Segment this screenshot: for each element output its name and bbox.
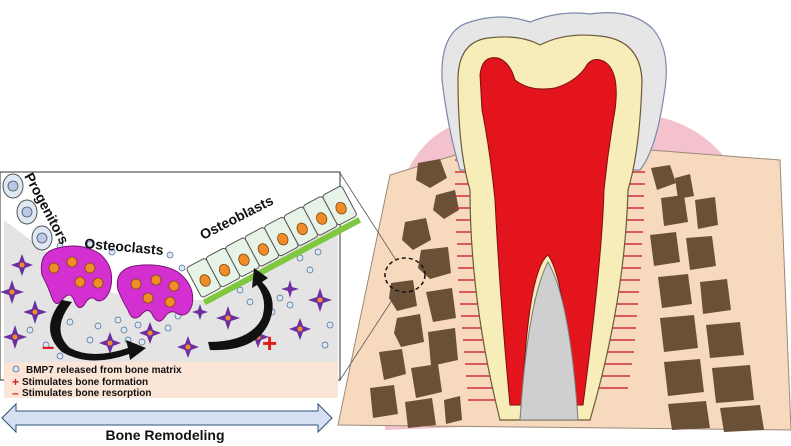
inter-root-area [519, 260, 579, 421]
bone-matrix [4, 220, 338, 362]
legend-plus-icon: + [12, 375, 19, 389]
bone-remodeling-double-arrow [1, 402, 333, 434]
callout-line [339, 290, 399, 381]
legend-resorption-text: Stimulates bone resorption [22, 388, 151, 399]
legend-bmp7-icon [12, 365, 20, 373]
progenitor-cells [2, 173, 53, 251]
osteoblast-row [186, 185, 362, 306]
legend-minus-icon: – [12, 386, 19, 400]
bone-remodeling-title: Bone Remodeling [105, 427, 225, 443]
minus-sign: – [42, 334, 54, 359]
formation-arrow [208, 268, 273, 351]
callout-circle [384, 257, 426, 293]
legend-box [4, 362, 338, 398]
plus-sign: + [262, 328, 277, 358]
callout-line [339, 172, 397, 261]
osteocytes [0, 254, 332, 358]
osteoclast-1 [40, 245, 113, 309]
tooth-illustration [337, 12, 791, 432]
osteoclast-2 [116, 264, 194, 322]
osteoid-line [202, 217, 362, 306]
resorption-arrow [50, 300, 146, 361]
bone-inset-panel: – + Progenitors Osteoclasts Osteoblasts … [0, 170, 362, 400]
trabecular-spaces [370, 159, 764, 432]
legend: BMP7 released from bone matrix + Stimula… [12, 365, 182, 400]
pulp [479, 57, 617, 406]
legend-formation-text: Stimulates bone formation [22, 377, 148, 388]
legend-bmp7-text: BMP7 released from bone matrix [26, 365, 182, 376]
osteoclasts-label: Osteoclasts [84, 235, 165, 258]
